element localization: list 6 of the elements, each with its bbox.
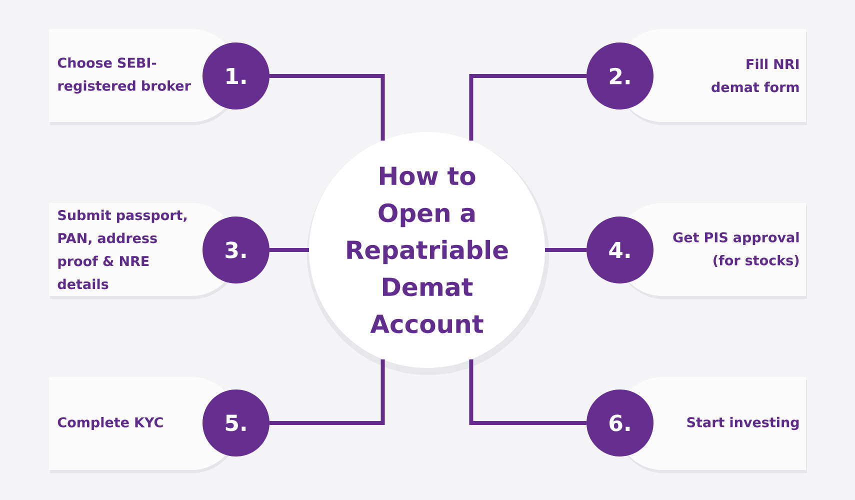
- connector-line: [469, 359, 586, 425]
- connector-line: [270, 248, 309, 252]
- connector-line: [469, 74, 586, 141]
- connector-line: [545, 248, 586, 252]
- connector-line: [270, 359, 385, 425]
- connector-line: [270, 74, 385, 141]
